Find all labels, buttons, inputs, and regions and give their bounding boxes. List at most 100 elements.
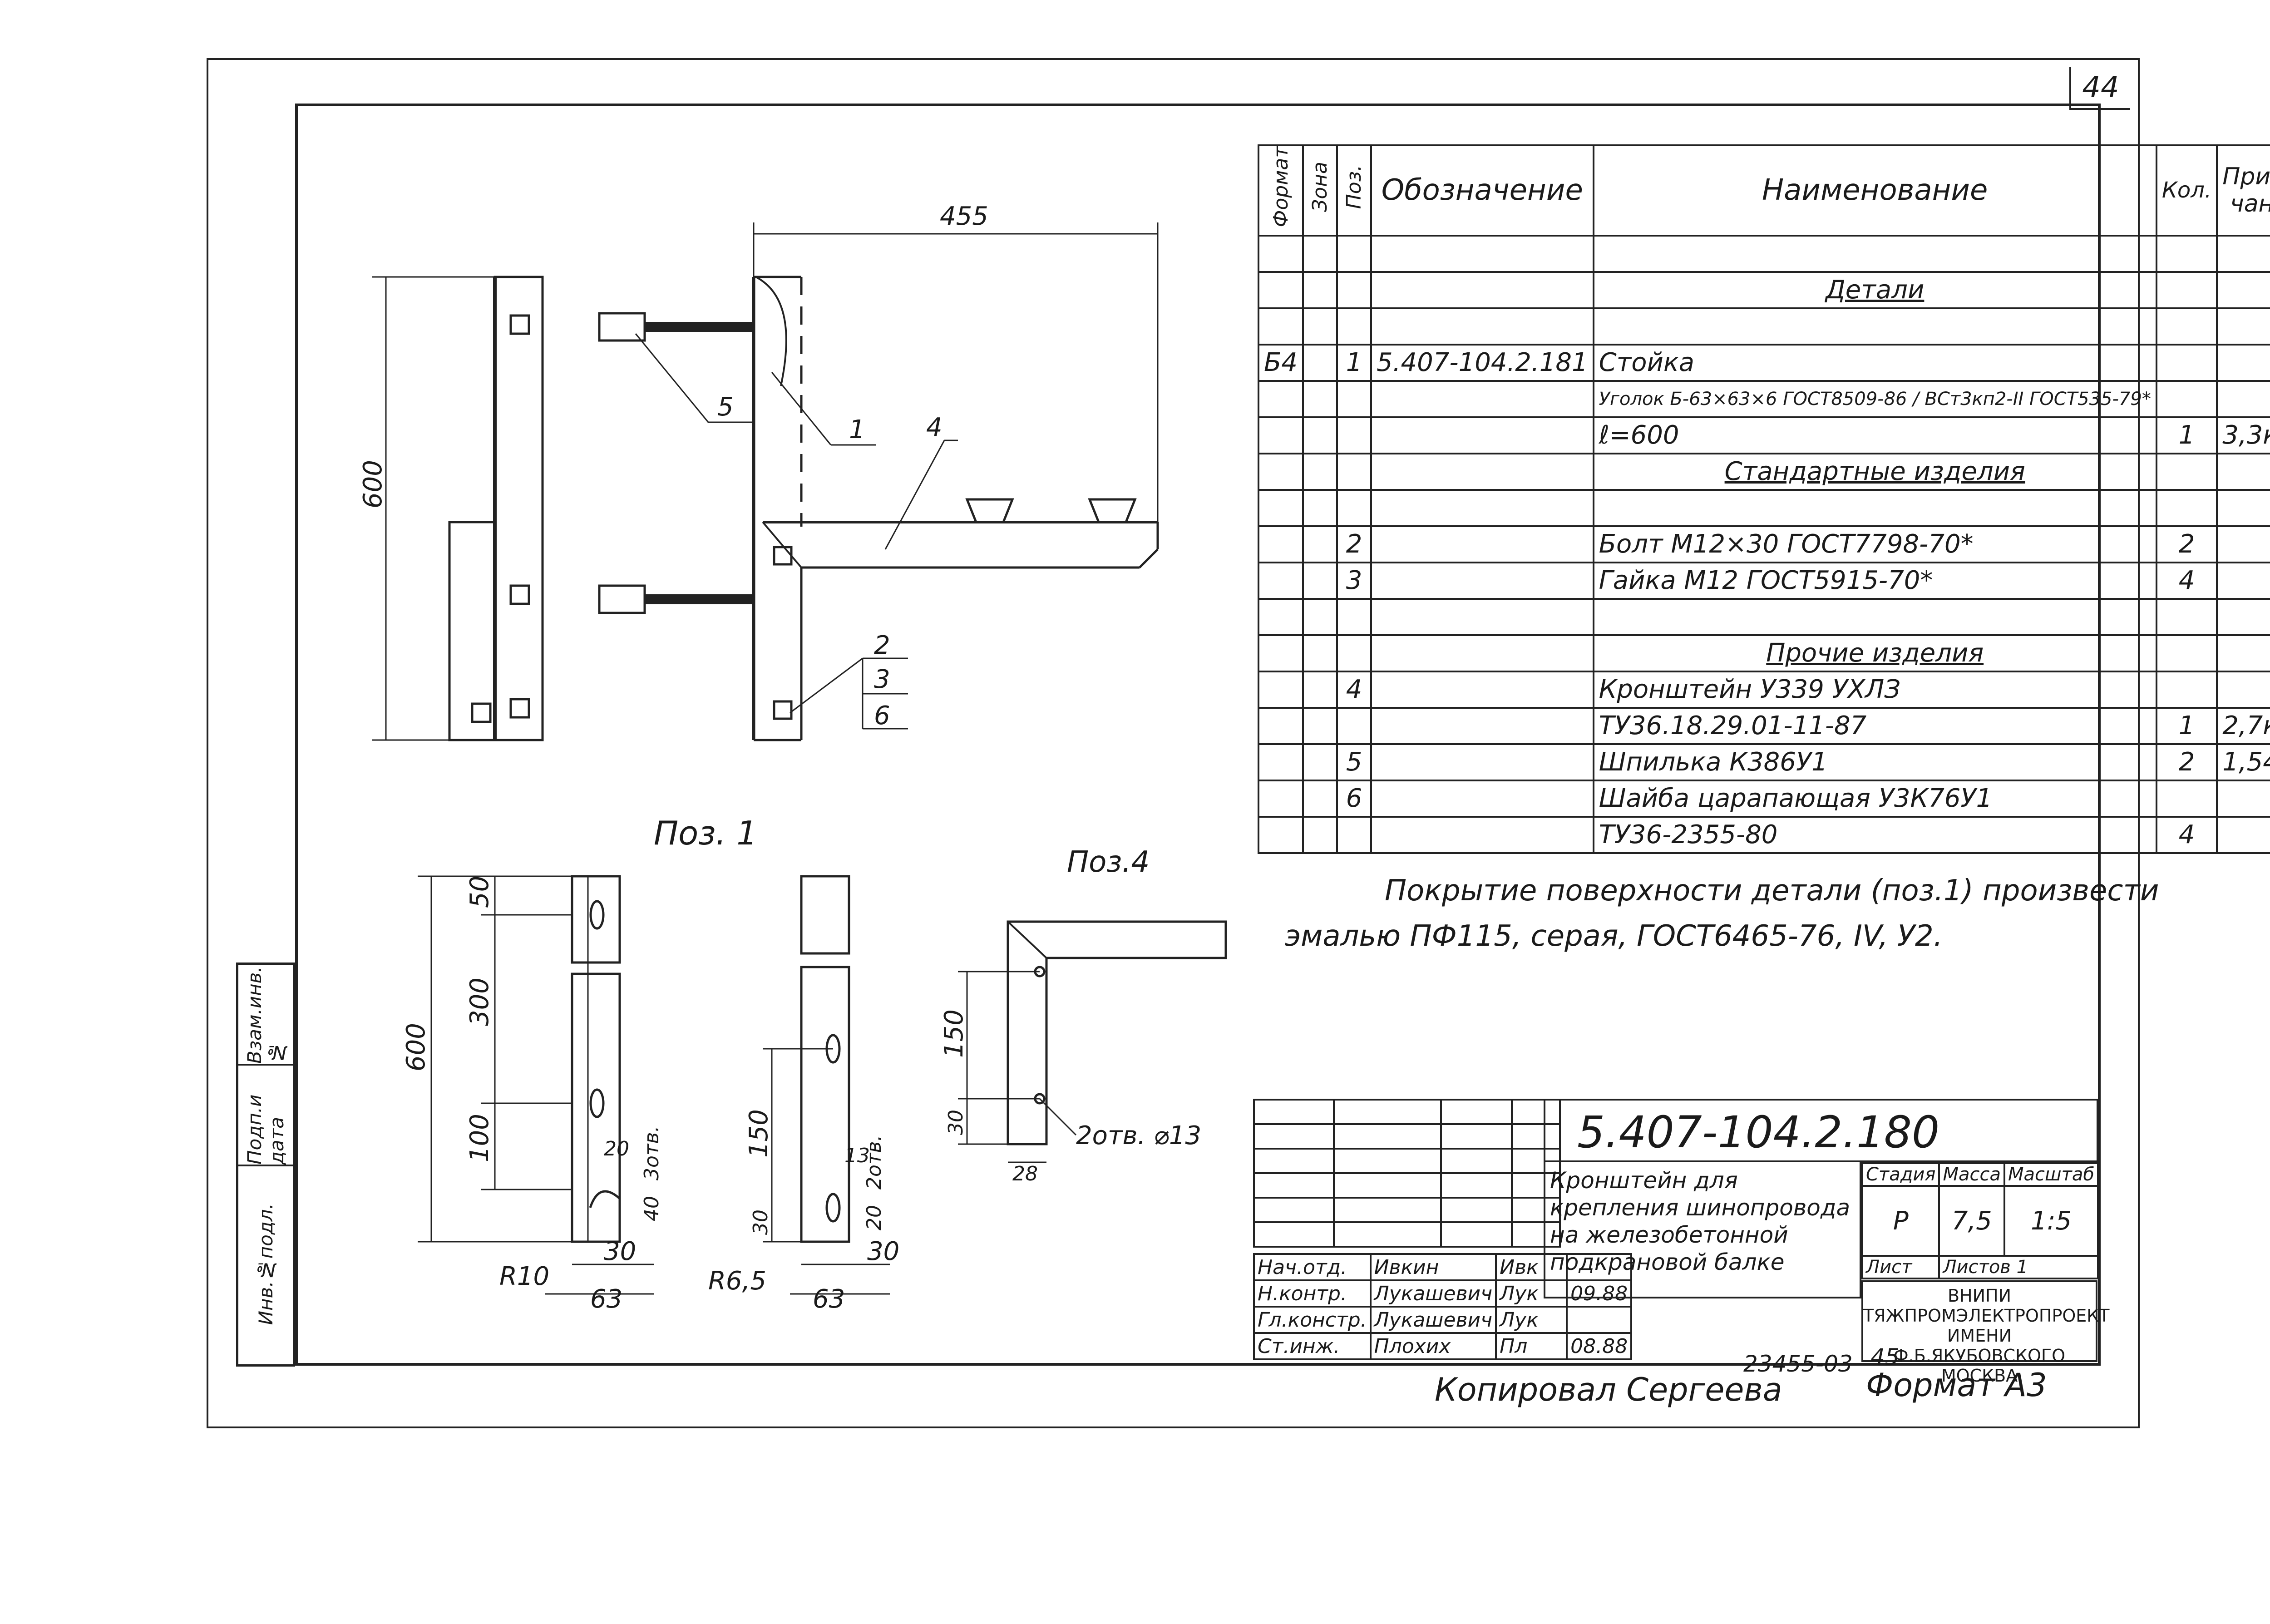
footer-archive: 23455-03 — [1743, 1351, 1853, 1377]
spec-cell-note — [2216, 343, 2270, 382]
spec-cell-note: 3,3кг — [2216, 416, 2270, 454]
org-line-3: ИМЕНИ Ф.Б.ЯКУБОВСКОГО — [1893, 1326, 2066, 1366]
spec-cell-format — [1257, 489, 1304, 527]
spec-cell-format — [1257, 670, 1304, 709]
signature-name: Плохих — [1369, 1332, 1497, 1360]
signature-date — [1566, 1306, 1633, 1334]
pos1-dim-40: 40 — [640, 1196, 663, 1221]
dim-455: 455 — [940, 202, 988, 231]
spec-cell-designation — [1370, 561, 1594, 600]
spec-cell-name: ℓ=600 — [1592, 416, 2157, 454]
signature-name: Ивкин — [1369, 1253, 1497, 1281]
spec-cell-pos — [1336, 416, 1372, 454]
scale-label: Масштаб — [2003, 1162, 2099, 1187]
spec-cell-pos: 2 — [1336, 525, 1372, 563]
footer-page: 45 — [1870, 1344, 1900, 1370]
footer-copied: Копировал Сергеева — [1435, 1371, 1782, 1408]
spec-cell-pos — [1336, 271, 1372, 309]
document-title: Кронштейн для крепления шинопровода на ж… — [1544, 1162, 1861, 1298]
spec-cell-designation — [1370, 380, 1594, 418]
signature-sign: Лук — [1495, 1279, 1568, 1308]
spec-cell-qty: 2 — [2155, 743, 2218, 781]
spec-cell-qty — [2155, 234, 2218, 273]
spec-cell-designation — [1370, 743, 1594, 781]
spec-cell-name: Кронштейн У339 УХЛЗ — [1592, 670, 2157, 709]
spec-cell-zone — [1302, 452, 1338, 491]
spec-cell-qty — [2155, 489, 2218, 527]
stage-mass-scale: Стадия Масса Масштаб Р 7,5 1:5 Лист Лист… — [1861, 1162, 2099, 1279]
spec-cell-name: Стандартные изделия — [1592, 452, 2157, 491]
spec-cell-designation — [1370, 307, 1594, 346]
spec-cell-qty — [2155, 452, 2218, 491]
beam-section — [493, 276, 544, 741]
stage-label: Стадия — [1861, 1162, 1940, 1187]
pos4-dim-30: 30 — [944, 1110, 967, 1135]
spec-cell-name: Шпилька К386У1 — [1592, 743, 2157, 781]
pos1-dim-30b: 30 — [749, 1209, 772, 1235]
spec-cell-designation — [1370, 815, 1594, 854]
spec-cell-zone — [1302, 380, 1338, 418]
pos1-holes-a: 3отв. — [640, 1126, 663, 1180]
spec-cell-designation — [1370, 416, 1594, 454]
pos1-r10: R10 — [499, 1262, 549, 1291]
spec-cell-zone — [1302, 743, 1338, 781]
signature-date: 09.88 — [1566, 1279, 1633, 1308]
side-stamp-sign-date: Подп.и дата — [238, 1066, 293, 1166]
spec-cell-pos — [1336, 815, 1372, 854]
signature-name: Лукашевич — [1369, 1306, 1497, 1334]
col-zone: Зона — [1302, 144, 1338, 237]
spec-cell-name: Уголок Б-63×63×6 ГОСТ8509-86 / ВСт3кп2-I… — [1592, 380, 2157, 418]
spec-cell-name: ТУ36-2355-80 — [1592, 815, 2157, 854]
spec-cell-zone — [1302, 706, 1338, 745]
spec-cell-pos — [1336, 634, 1372, 672]
col-name: Наименование — [1592, 144, 2157, 237]
spec-cell-format — [1257, 380, 1304, 418]
sheet-label: Лист — [1861, 1255, 1940, 1279]
spec-cell-note — [2216, 597, 2270, 636]
signature-role: Гл.констр. — [1253, 1306, 1372, 1334]
col-format: Формат — [1257, 144, 1304, 237]
pos1-dim-150: 150 — [744, 1109, 774, 1158]
spec-cell-pos: 5 — [1336, 743, 1372, 781]
spec-cell-format: Б4 — [1257, 343, 1304, 382]
spec-cell-designation — [1370, 779, 1594, 818]
spec-cell-name: Стойка — [1592, 343, 2157, 382]
spec-cell-pos — [1336, 234, 1372, 273]
spec-cell-qty — [2155, 670, 2218, 709]
spec-cell-name: Шайба царапающая У3К76У1 — [1592, 779, 2157, 818]
coating-note-line1: Покрытие поверхности детали (поз.1) прои… — [1385, 874, 2159, 908]
spec-cell-zone — [1302, 489, 1338, 527]
spec-cell-name — [1592, 489, 2157, 527]
signature-date: 08.88 — [1566, 1332, 1633, 1360]
spec-cell-note — [2216, 452, 2270, 491]
spec-cell-format — [1257, 634, 1304, 672]
spec-cell-note — [2216, 779, 2270, 818]
pos1-dim-50: 50 — [465, 876, 494, 908]
spec-cell-designation — [1370, 452, 1594, 491]
spec-cell-note — [2216, 380, 2270, 418]
pos4-dim-150: 150 — [939, 1009, 969, 1058]
spec-cell-qty — [2155, 343, 2218, 382]
spec-cell-name: Болт М12×30 ГОСТ7798-70* — [1592, 525, 2157, 563]
side-stamp-replace: Взам.инв.№ — [238, 965, 293, 1066]
spec-cell-name: Прочие изделия — [1592, 634, 2157, 672]
spec-row — [1257, 307, 2270, 346]
spec-cell-zone — [1302, 307, 1338, 346]
spec-row — [1257, 234, 2270, 273]
spec-cell-designation — [1370, 489, 1594, 527]
pos1-dim-20: 20 — [604, 1137, 629, 1160]
spec-cell-designation — [1370, 525, 1594, 563]
col-qty: Кол. — [2155, 144, 2218, 237]
mass-value: 7,5 — [1938, 1185, 2005, 1257]
spec-cell-format — [1257, 597, 1304, 636]
pos1-dim-30a: 30 — [604, 1237, 636, 1266]
spec-cell-name — [1592, 597, 2157, 636]
signature-sign: Лук — [1495, 1306, 1568, 1334]
pos1-dim-100: 100 — [465, 1114, 494, 1162]
col-designation: Обозначение — [1370, 144, 1594, 237]
